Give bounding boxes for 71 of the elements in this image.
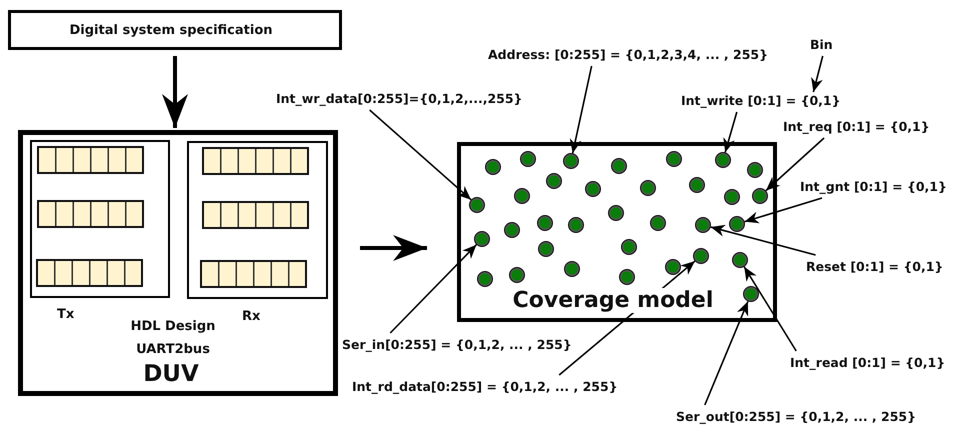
bin-dot	[568, 217, 584, 233]
variable-label: Int_req [0:1] = {0,1}	[783, 118, 930, 135]
bin-dot	[611, 158, 627, 174]
bin-dot	[564, 261, 580, 277]
specification-box	[8, 10, 342, 50]
leader-arrow	[704, 301, 749, 406]
design-box	[18, 130, 338, 396]
bin-dot	[520, 151, 536, 167]
bin-dot	[689, 177, 705, 193]
design-title: DUV	[143, 361, 199, 387]
variable-label: Reset [0:1] = {0,1}	[806, 258, 944, 275]
bin-dot	[538, 241, 554, 257]
block-label: Rx	[242, 309, 260, 324]
bin-dot	[469, 197, 485, 213]
leader-arrow	[811, 56, 824, 92]
leader-arrow	[570, 66, 592, 154]
bin-dot	[477, 271, 493, 287]
variable-label: Int_rd_data[0:255] = {0,1,2, ... , 255}	[352, 378, 618, 395]
register-bar	[202, 201, 309, 229]
bin-dot	[650, 215, 666, 231]
bin-dot	[621, 239, 637, 255]
bin-dot	[665, 259, 681, 275]
box-label: Digital system specification	[69, 23, 273, 38]
bin-dot	[485, 159, 501, 175]
block-label: Tx	[57, 307, 74, 322]
bin-dot	[640, 180, 656, 196]
bin-dot	[715, 152, 731, 168]
variable-label: Bin	[810, 36, 833, 53]
bin-dot	[693, 248, 709, 264]
bin-dot	[546, 173, 562, 189]
bin-dot	[504, 222, 520, 238]
variable-label: Int_read [0:1] = {0,1}	[790, 354, 946, 371]
variable-label: Ser_out[0:255] = {0,1,2, ... , 255}	[676, 408, 916, 425]
bin-dot	[729, 216, 745, 232]
register-bar	[202, 147, 309, 175]
variable-label: Address: [0:255] = {0,1,2,3,4, ... , 255}	[488, 46, 768, 63]
register-bar	[37, 146, 144, 174]
bin-dot	[514, 188, 530, 204]
variable-label: Int_wr_data[0:255]={0,1,2,...,255}	[276, 90, 522, 107]
register-bar	[36, 259, 143, 287]
arrow	[162, 56, 188, 128]
register-bar	[37, 200, 144, 228]
bin-dot	[695, 217, 711, 233]
bin-dot	[474, 231, 490, 247]
bin-dot	[752, 188, 768, 204]
bin-dot	[743, 286, 759, 302]
bin-dot	[563, 153, 579, 169]
bin-dot	[537, 215, 553, 231]
design-label: HDL Design	[130, 319, 216, 334]
leader-arrow	[390, 244, 477, 334]
bin-dot	[585, 181, 601, 197]
bin-dot	[747, 162, 763, 178]
variable-label: Ser_in[0:255] = {0,1,2, ... , 255}	[342, 336, 572, 353]
bin-dot	[608, 205, 624, 221]
variable-label: Int_gnt [0:1] = {0,1}	[800, 178, 947, 195]
arrow	[360, 235, 427, 261]
leader-arrow	[744, 266, 797, 352]
leader-arrow	[710, 224, 816, 256]
leader-arrow	[723, 112, 738, 153]
variable-label: Int_write [0:1] = {0,1}	[681, 92, 841, 109]
bin-dot	[509, 267, 525, 283]
leader-arrow	[765, 137, 825, 192]
bin-dot	[619, 269, 635, 285]
bin-dot	[724, 189, 740, 205]
bin-dot	[732, 252, 748, 268]
bin-dot	[666, 151, 682, 167]
coverage-box	[457, 142, 777, 322]
leader-arrow	[744, 197, 822, 224]
register-bar	[200, 260, 307, 288]
leader-arrow	[369, 109, 472, 200]
design-label: UART2bus	[136, 342, 210, 357]
